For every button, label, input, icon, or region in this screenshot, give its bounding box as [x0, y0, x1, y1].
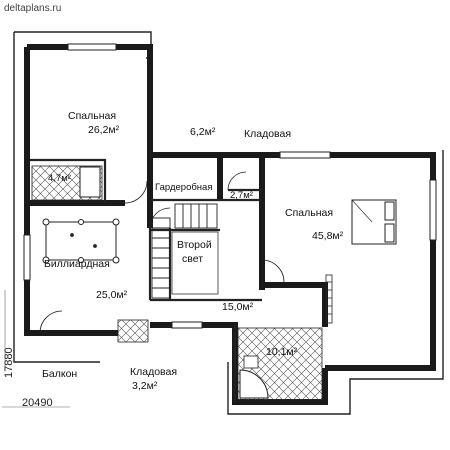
- storage-bottom-name: Кладовая: [130, 366, 178, 378]
- storage-top-label: Кладовая: [244, 128, 292, 140]
- stairs: [151, 203, 218, 299]
- shower-right: [239, 369, 269, 399]
- bedroom-right-area: 45,8м²: [312, 230, 344, 242]
- closet-area: 6,2м²: [190, 126, 216, 138]
- bath-right-area: 10,1м²: [266, 346, 298, 358]
- windows: [23, 43, 437, 329]
- bedroom-left-name: Спальная: [68, 110, 117, 122]
- sink-right: [243, 355, 259, 369]
- billiard-table: [42, 218, 120, 264]
- bathtub-left: [79, 166, 101, 198]
- depth-dimension: 17880: [3, 347, 15, 378]
- bedroom-left-area: 26,2м²: [88, 124, 120, 136]
- partitions: [30, 158, 262, 402]
- bath-left-area: 4,7м²: [48, 173, 71, 184]
- balcony-tiles: [117, 319, 149, 343]
- billiard-area: 25,0м²: [96, 289, 128, 301]
- balcony-label: Балкон: [42, 368, 78, 380]
- bed: [351, 199, 397, 245]
- second-light-line2: свет: [182, 253, 204, 265]
- storage-bottom-area: 3,2м²: [132, 380, 158, 392]
- bedroom-right-name: Спальная: [285, 207, 334, 219]
- width-dimension: 20490: [22, 397, 53, 409]
- site-watermark: deltaplans.ru: [4, 3, 62, 14]
- second-light-line1: Второй: [177, 239, 212, 251]
- storage-small-area: 2,7м²: [230, 190, 253, 201]
- billiard-name: Биллиардная: [44, 258, 110, 270]
- wardrobe-label: Гардеробная: [155, 182, 213, 193]
- hall-area: 15,0м²: [222, 301, 254, 313]
- second-light-void: [171, 231, 219, 295]
- doors: [39, 171, 285, 334]
- wardrobe-rail: [325, 274, 333, 324]
